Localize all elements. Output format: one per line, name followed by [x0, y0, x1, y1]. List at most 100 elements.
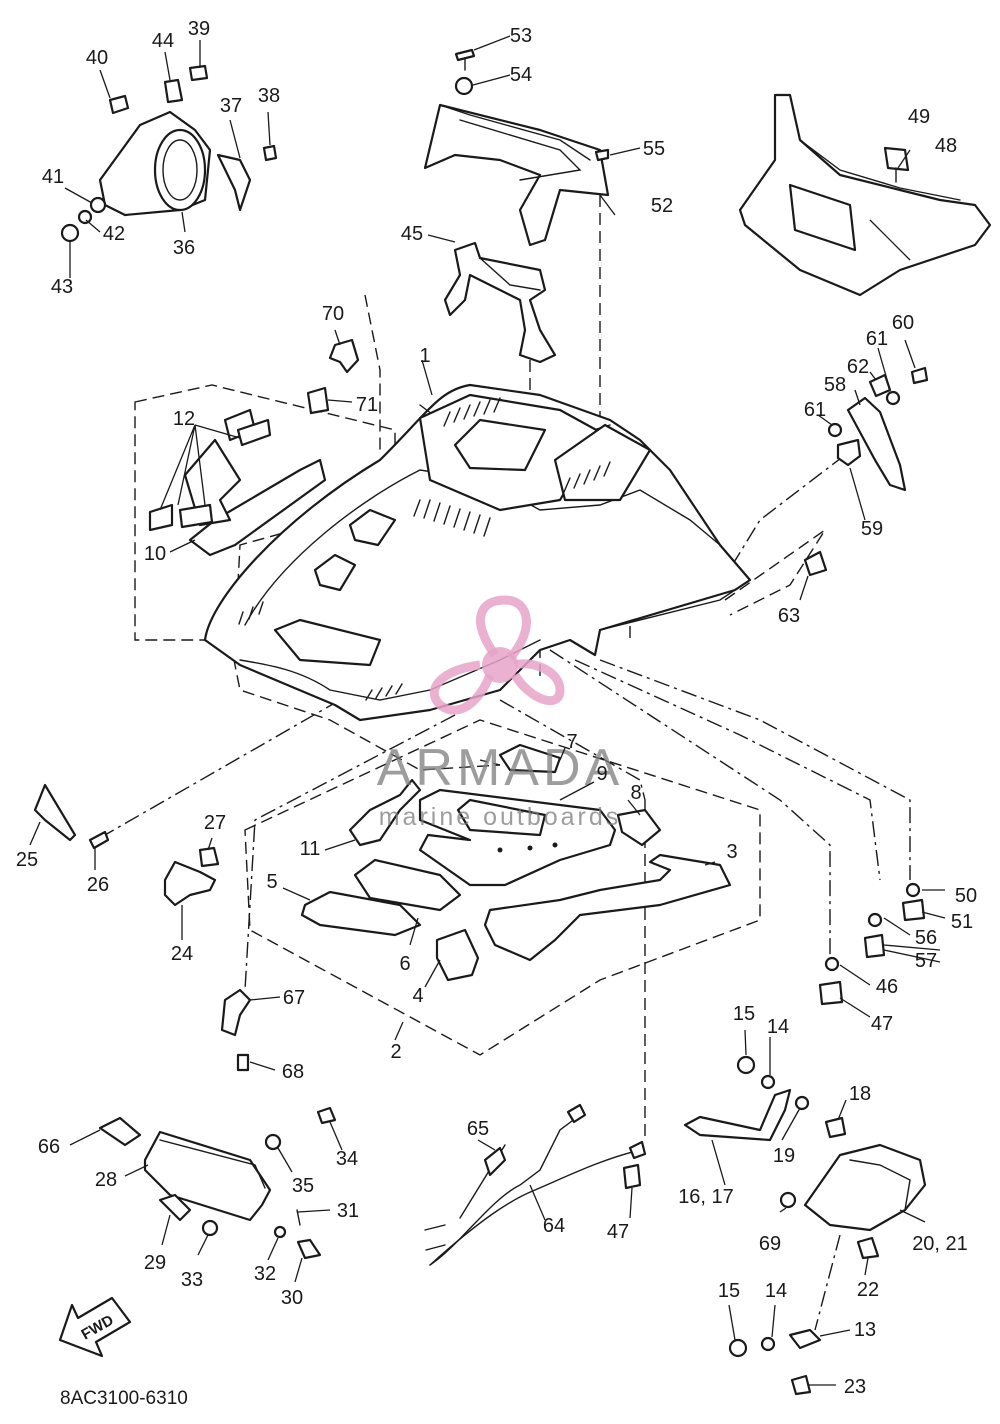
- clip-67: [220, 988, 252, 1072]
- callout-c2: 2: [390, 1041, 401, 1063]
- watermark-brand: ARMADA: [377, 739, 623, 797]
- part-code: 8AC3100-6310: [60, 1388, 188, 1409]
- watermark: ARMADA marine outboards: [377, 595, 623, 831]
- callout-c15b: 15: [718, 1280, 740, 1302]
- callout-c58: 58: [824, 374, 846, 396]
- handle-28-group: [98, 1106, 337, 1260]
- callout-c3: 3: [726, 841, 737, 863]
- callout-c32: 32: [254, 1263, 276, 1285]
- callout-c61a: 61: [804, 399, 826, 421]
- pad-5: [300, 890, 422, 937]
- callout-c30: 30: [281, 1287, 303, 1309]
- callout-c26: 26: [87, 874, 109, 896]
- callout-c52: 52: [651, 195, 673, 217]
- callout-c66: 66: [38, 1136, 60, 1158]
- callout-c22: 22: [857, 1279, 879, 1301]
- part-10-group: [148, 338, 360, 557]
- callout-c45: 45: [401, 223, 423, 245]
- callout-c47a: 47: [871, 1013, 893, 1035]
- callout-c44: 44: [152, 30, 174, 52]
- grommets-right: [818, 882, 926, 1006]
- callout-c13: 13: [854, 1319, 876, 1341]
- pad-4: [435, 928, 480, 982]
- callout-c38: 38: [258, 85, 280, 107]
- callout-c7: 7: [566, 731, 577, 753]
- callout-c70: 70: [322, 303, 344, 325]
- callout-c2021: 20, 21: [912, 1233, 968, 1255]
- callout-c10: 10: [144, 543, 166, 565]
- callout-c28: 28: [95, 1169, 117, 1191]
- bracket-45: [443, 241, 557, 364]
- callout-c8: 8: [630, 782, 641, 804]
- callout-c42: 42: [103, 223, 125, 245]
- callout-c51: 51: [951, 911, 973, 933]
- pad-3: [483, 853, 732, 962]
- callout-c46: 46: [876, 976, 898, 998]
- callout-c71: 71: [356, 394, 378, 416]
- callout-c35: 35: [292, 1175, 314, 1197]
- callout-c23: 23: [844, 1376, 866, 1398]
- callout-c1: 1: [419, 345, 430, 367]
- callout-c49: 49: [908, 106, 930, 128]
- cover-48: [738, 93, 992, 297]
- callout-c47b: 47: [607, 1221, 629, 1243]
- pad-set: [300, 743, 732, 982]
- callout-c67: 67: [283, 987, 305, 1009]
- pad-11: [348, 778, 422, 847]
- callout-c15a: 15: [733, 1003, 755, 1025]
- callout-c11: 11: [300, 838, 321, 860]
- callout-c39: 39: [188, 18, 210, 40]
- callout-c59: 59: [861, 518, 883, 540]
- callout-c69: 69: [759, 1233, 781, 1255]
- callout-c1617: 16, 17: [678, 1186, 734, 1208]
- pad-6: [353, 858, 462, 912]
- callout-c61b: 61: [866, 328, 888, 350]
- callout-c63: 63: [778, 605, 800, 627]
- callout-c24: 24: [171, 943, 193, 965]
- callout-c64: 64: [543, 1215, 565, 1237]
- callout-c6: 6: [399, 953, 410, 975]
- callout-c14b: 14: [765, 1280, 787, 1302]
- callout-c50: 50: [955, 885, 977, 907]
- callout-c14a: 14: [767, 1016, 789, 1038]
- cable-64: [424, 1103, 647, 1266]
- callout-c9: 9: [596, 763, 607, 785]
- callout-c5: 5: [266, 871, 277, 893]
- callout-c53: 53: [510, 25, 532, 47]
- callout-c4: 4: [412, 985, 423, 1007]
- callout-c40: 40: [86, 47, 108, 69]
- callout-c37: 37: [220, 95, 242, 117]
- callout-c27: 27: [204, 812, 226, 834]
- callout-c31: 31: [337, 1200, 359, 1222]
- callout-c54: 54: [510, 64, 532, 86]
- callout-c18: 18: [849, 1083, 871, 1105]
- callout-c43: 43: [51, 276, 73, 298]
- fan-shroud-36: [60, 64, 278, 243]
- callout-c68: 68: [282, 1061, 304, 1083]
- callout-c62: 62: [847, 356, 869, 378]
- callout-c57: 57: [915, 950, 937, 972]
- callout-c55: 55: [643, 138, 665, 160]
- callout-c29: 29: [144, 1252, 166, 1274]
- callout-c56: 56: [915, 927, 937, 949]
- callout-c25: 25: [16, 849, 38, 871]
- callout-c12: 12: [173, 408, 195, 430]
- callout-c41: 41: [42, 166, 64, 188]
- fwd-arrow: FWD: [58, 1296, 132, 1358]
- pad-7: [498, 743, 562, 774]
- duct-52: [423, 48, 610, 247]
- hood-main: [203, 383, 752, 722]
- callout-c33: 33: [181, 1269, 203, 1291]
- watermark-tagline: marine outboards: [379, 803, 622, 831]
- callout-c34: 34: [336, 1148, 358, 1170]
- propeller-logo: [429, 595, 565, 715]
- callout-c65: 65: [467, 1118, 489, 1140]
- callout-leader-lines: [29, 35, 946, 1386]
- bottom-right-parts: [683, 1055, 927, 1396]
- callout-c60: 60: [892, 312, 914, 334]
- hood-vent-slots: [238, 397, 611, 701]
- callout-c36: 36: [173, 237, 195, 259]
- callout-c48: 48: [935, 135, 957, 157]
